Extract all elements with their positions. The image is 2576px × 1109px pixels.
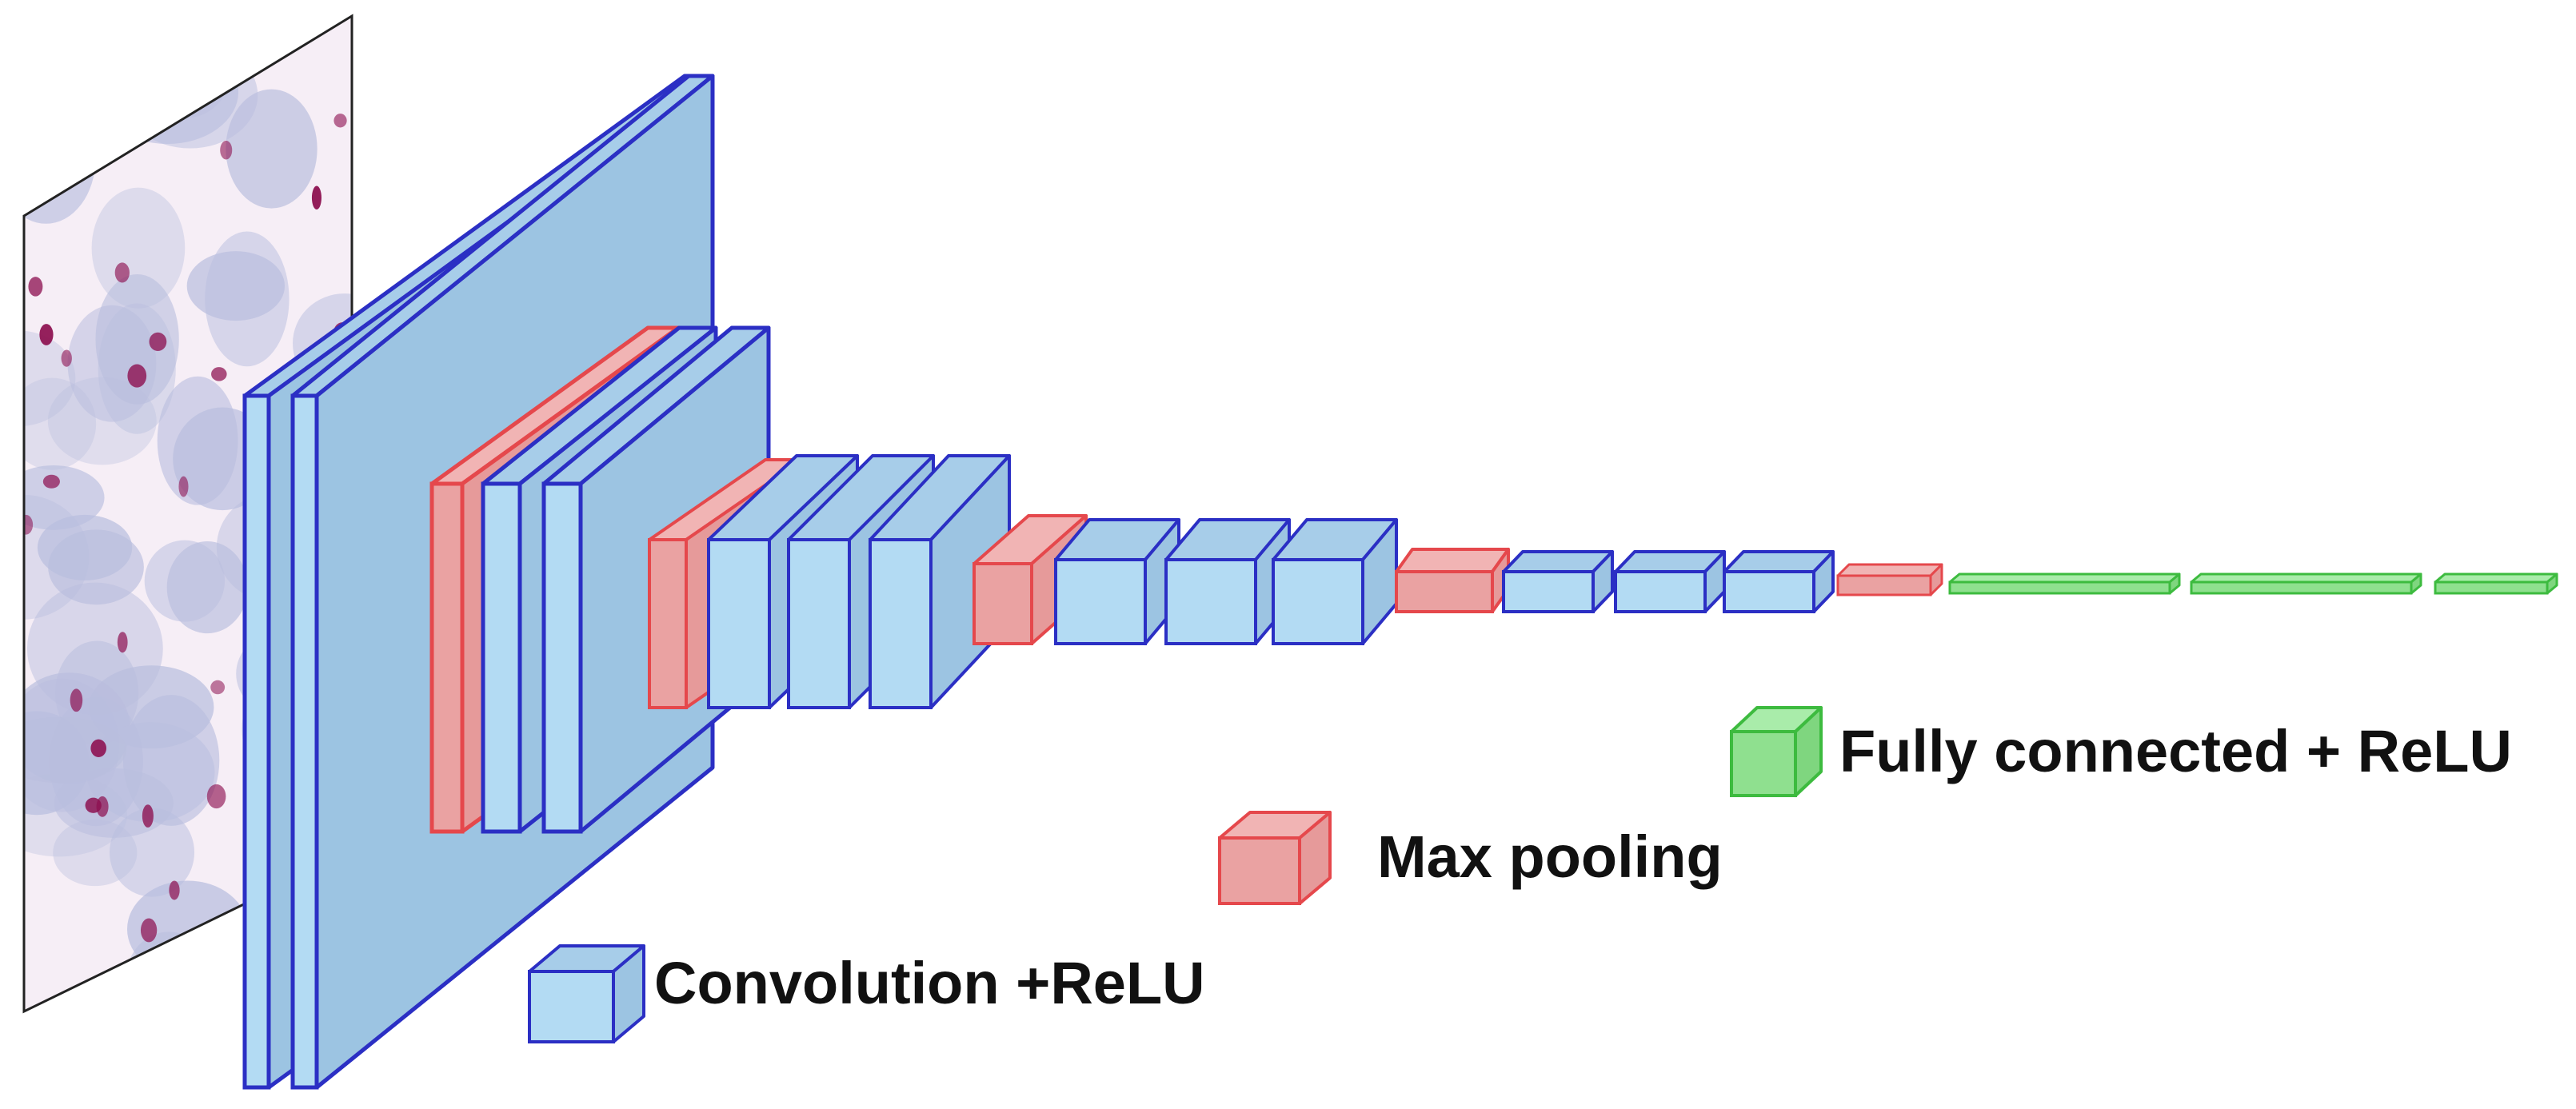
input-cell: [26, 582, 163, 715]
layer-18-pool-top-face: [1836, 563, 1943, 577]
input-cell: [186, 251, 286, 321]
input-cell: [226, 89, 318, 209]
input-cell: [24, 16, 147, 134]
input-cell: [24, 716, 127, 784]
input-cell: [109, 808, 195, 897]
input-cell: [24, 465, 105, 530]
input-nucleus: [43, 153, 54, 176]
input-cell: [91, 187, 186, 309]
layer-18-pool-front-face: [1836, 574, 1932, 596]
input-nucleus: [117, 632, 128, 653]
input-cell: [24, 330, 76, 427]
legend-fully-connected-icon: [1730, 706, 1823, 797]
legend-label-convolution: Convolution +ReLU: [654, 950, 1205, 1016]
input-nucleus: [220, 140, 233, 160]
layer-19-fc: [1948, 572, 2181, 595]
layer-13-conv-front-face: [1272, 558, 1364, 645]
input-nucleus: [142, 804, 154, 828]
input-cell: [142, 16, 243, 90]
layer-15-conv-front-face: [1502, 570, 1595, 613]
input-nucleus: [139, 114, 154, 130]
input-cell: [157, 376, 238, 505]
layer-4-conv-front-face: [481, 481, 522, 834]
layer-17-conv-front-face: [1723, 570, 1815, 613]
layer-6-pool-front-face: [648, 538, 688, 709]
input-nucleus: [211, 367, 227, 381]
input-nucleus: [178, 476, 189, 497]
input-nucleus: [206, 784, 226, 809]
legend-label-fully-connected: Fully connected + ReLU: [1839, 718, 2512, 784]
layer-16-conv: [1614, 550, 1726, 613]
input-nucleus: [253, 38, 266, 53]
legend-icons: [528, 706, 1823, 1043]
input-nucleus: [70, 688, 83, 712]
input-nucleus: [42, 474, 60, 489]
input-nucleus: [194, 76, 210, 92]
layer-7-conv-front-face: [707, 538, 771, 709]
layer-19-fc-front-face: [1948, 580, 2171, 595]
input-nucleus: [24, 151, 28, 171]
legend-convolution-icon: [528, 944, 645, 1043]
layer-1-conv-front-face: [242, 393, 271, 1090]
input-cell: [24, 377, 97, 470]
input-nucleus: [169, 880, 180, 900]
input-cell: [24, 93, 96, 224]
input-nucleus: [140, 918, 158, 943]
input-nucleus: [236, 32, 246, 48]
input-nucleus: [24, 514, 34, 535]
input-cell: [95, 273, 179, 405]
legend-convolution-icon-front-face: [528, 970, 615, 1043]
input-nucleus: [61, 349, 72, 367]
legend-max-pooling-icon: [1218, 811, 1332, 905]
layer-5-conv-front-face: [541, 481, 583, 834]
network-layers: [242, 74, 2558, 1090]
input-nucleus: [333, 114, 347, 128]
input-nucleus: [210, 680, 226, 695]
input-cell: [24, 16, 131, 53]
layer-16-conv-front-face: [1614, 570, 1707, 613]
layer-20-fc-front-face: [2190, 580, 2413, 595]
input-cell: [37, 514, 133, 580]
layer-8-conv-front-face: [787, 538, 851, 709]
input-nucleus: [90, 739, 107, 757]
layer-15-conv: [1502, 550, 1614, 613]
input-nucleus: [28, 277, 43, 297]
layer-12-conv-front-face: [1164, 558, 1257, 645]
input-nucleus: [127, 364, 147, 388]
input-cell: [24, 16, 98, 121]
input-cell: [24, 42, 88, 128]
input-nucleus: [85, 797, 102, 813]
layer-12-conv: [1164, 518, 1291, 645]
input-nucleus: [106, 21, 121, 43]
input-nucleus: [354, 38, 364, 54]
input-nucleus: [178, 50, 194, 73]
layer-10-pool-front-face: [972, 562, 1033, 645]
input-cell: [158, 16, 255, 86]
legend-fully-connected-icon-front-face: [1730, 730, 1797, 797]
layer-20-fc: [2190, 572, 2422, 595]
layer-14-pool-front-face: [1395, 570, 1494, 613]
input-cell: [24, 678, 120, 812]
layer-14-pool: [1395, 548, 1510, 613]
layer-21-fc: [2434, 572, 2558, 595]
layer-11-conv: [1054, 518, 1180, 645]
legend-label-max-pooling: Max pooling: [1377, 824, 1723, 890]
layer-9-conv-front-face: [869, 538, 933, 709]
layer-18-pool: [1836, 563, 1943, 596]
layer-3-pool-front-face: [429, 481, 465, 834]
input-nucleus: [39, 324, 54, 345]
layer-11-conv-front-face: [1054, 558, 1147, 645]
legend-max-pooling-icon-front-face: [1218, 836, 1301, 905]
layer-21-fc-front-face: [2434, 580, 2549, 595]
layer-13-conv: [1272, 518, 1398, 645]
layer-14-pool-top-face: [1395, 548, 1510, 573]
layer-2-conv-front-face: [290, 393, 319, 1090]
input-nucleus: [311, 185, 322, 210]
input-nucleus: [114, 262, 130, 283]
input-nucleus: [149, 332, 167, 352]
layer-17-conv: [1723, 550, 1835, 613]
